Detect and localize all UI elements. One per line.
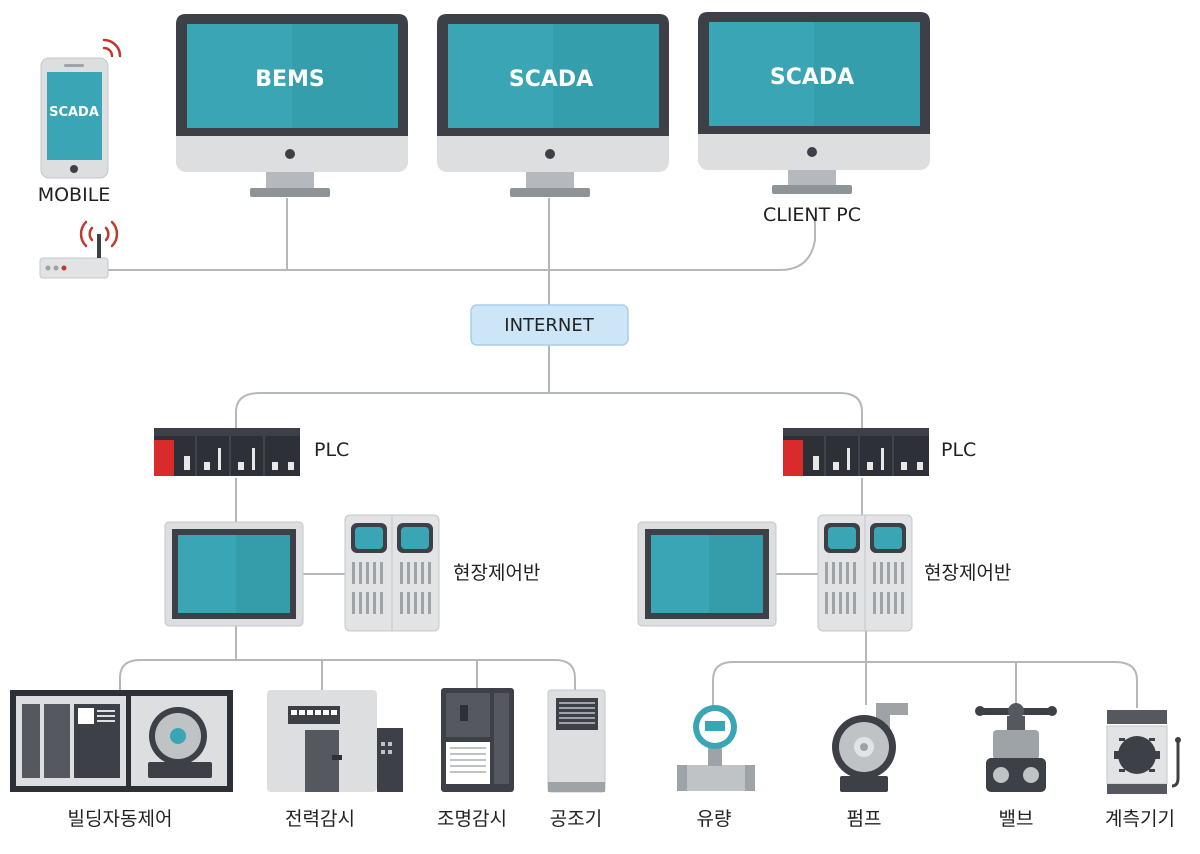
device-label-flow: 유량 (696, 808, 732, 830)
lighting-panel-icon (441, 688, 514, 792)
router-icon (39, 234, 109, 279)
control-cabinet-right (817, 514, 913, 632)
monitor-scada-screen-text: SCADA (509, 67, 593, 92)
hmi-panel-right (637, 521, 777, 627)
monitor-scada: SCADA (437, 14, 669, 197)
device-label-lighting-monitoring: 조명감시 (437, 808, 507, 830)
device-label-air-handler: 공조기 (549, 808, 603, 830)
device-label-building-automation: 빌딩자동제어 (67, 808, 173, 830)
panel-left-label: 현장제어반 (453, 562, 541, 584)
monitor-icon (698, 12, 930, 194)
instrument-device (1106, 710, 1181, 794)
control-cabinet-left (344, 514, 440, 632)
router (39, 220, 119, 279)
control-cabinet-icon (344, 514, 440, 632)
monitor-icon (176, 14, 408, 197)
flow-meter-device (677, 705, 755, 791)
power-panel-icon (267, 690, 403, 792)
pump-icon (832, 703, 908, 792)
valve-device (975, 703, 1057, 792)
smartphone-icon (40, 57, 109, 179)
plc-left (154, 428, 300, 476)
signal-icon (102, 38, 122, 58)
panel-right-label: 현장제어반 (924, 562, 1012, 584)
mobile-screen-text: SCADA (49, 105, 99, 120)
wifi-signal-icon (79, 220, 119, 248)
plc-icon (783, 428, 929, 476)
hmi-panel-icon (637, 521, 777, 627)
air-handler-device (547, 689, 606, 793)
hmi-panel-icon (164, 521, 304, 627)
monitor-bems: BEMS (176, 14, 408, 197)
device-label-valve: 밸브 (998, 808, 1034, 830)
plc-right-label: PLC (941, 439, 977, 461)
internet-box (470, 304, 629, 346)
mobile-label: MOBILE (37, 184, 111, 206)
pump-device (832, 703, 908, 792)
device-label-power-monitoring: 전력감시 (285, 808, 355, 830)
mobile-phone: SCADA (40, 38, 122, 179)
building-automation-device (10, 690, 233, 792)
lighting-monitoring-device (441, 688, 514, 792)
internet-label: INTERNET (504, 315, 594, 336)
air-conditioner-icon (547, 689, 606, 793)
power-monitoring-device (267, 690, 403, 792)
plc-right (783, 428, 929, 476)
monitor-client-screen-text: SCADA (770, 65, 854, 90)
client-pc-label: CLIENT PC (762, 204, 862, 226)
hmi-panel-left (164, 521, 304, 627)
monitor-client-pc: SCADA (698, 12, 930, 194)
connection-lines (108, 198, 1138, 708)
device-label-pump: 펌프 (846, 808, 882, 830)
monitor-bems-screen-text: BEMS (255, 67, 325, 92)
monitor-icon (437, 14, 669, 197)
valve-icon (975, 703, 1057, 792)
gauge-icon (1106, 710, 1181, 794)
flow-meter-icon (677, 705, 755, 791)
building-control-icon (10, 690, 233, 792)
plc-icon (154, 428, 300, 476)
control-cabinet-icon (817, 514, 913, 632)
device-label-instrument: 계측기기 (1105, 808, 1175, 830)
plc-left-label: PLC (314, 439, 350, 461)
